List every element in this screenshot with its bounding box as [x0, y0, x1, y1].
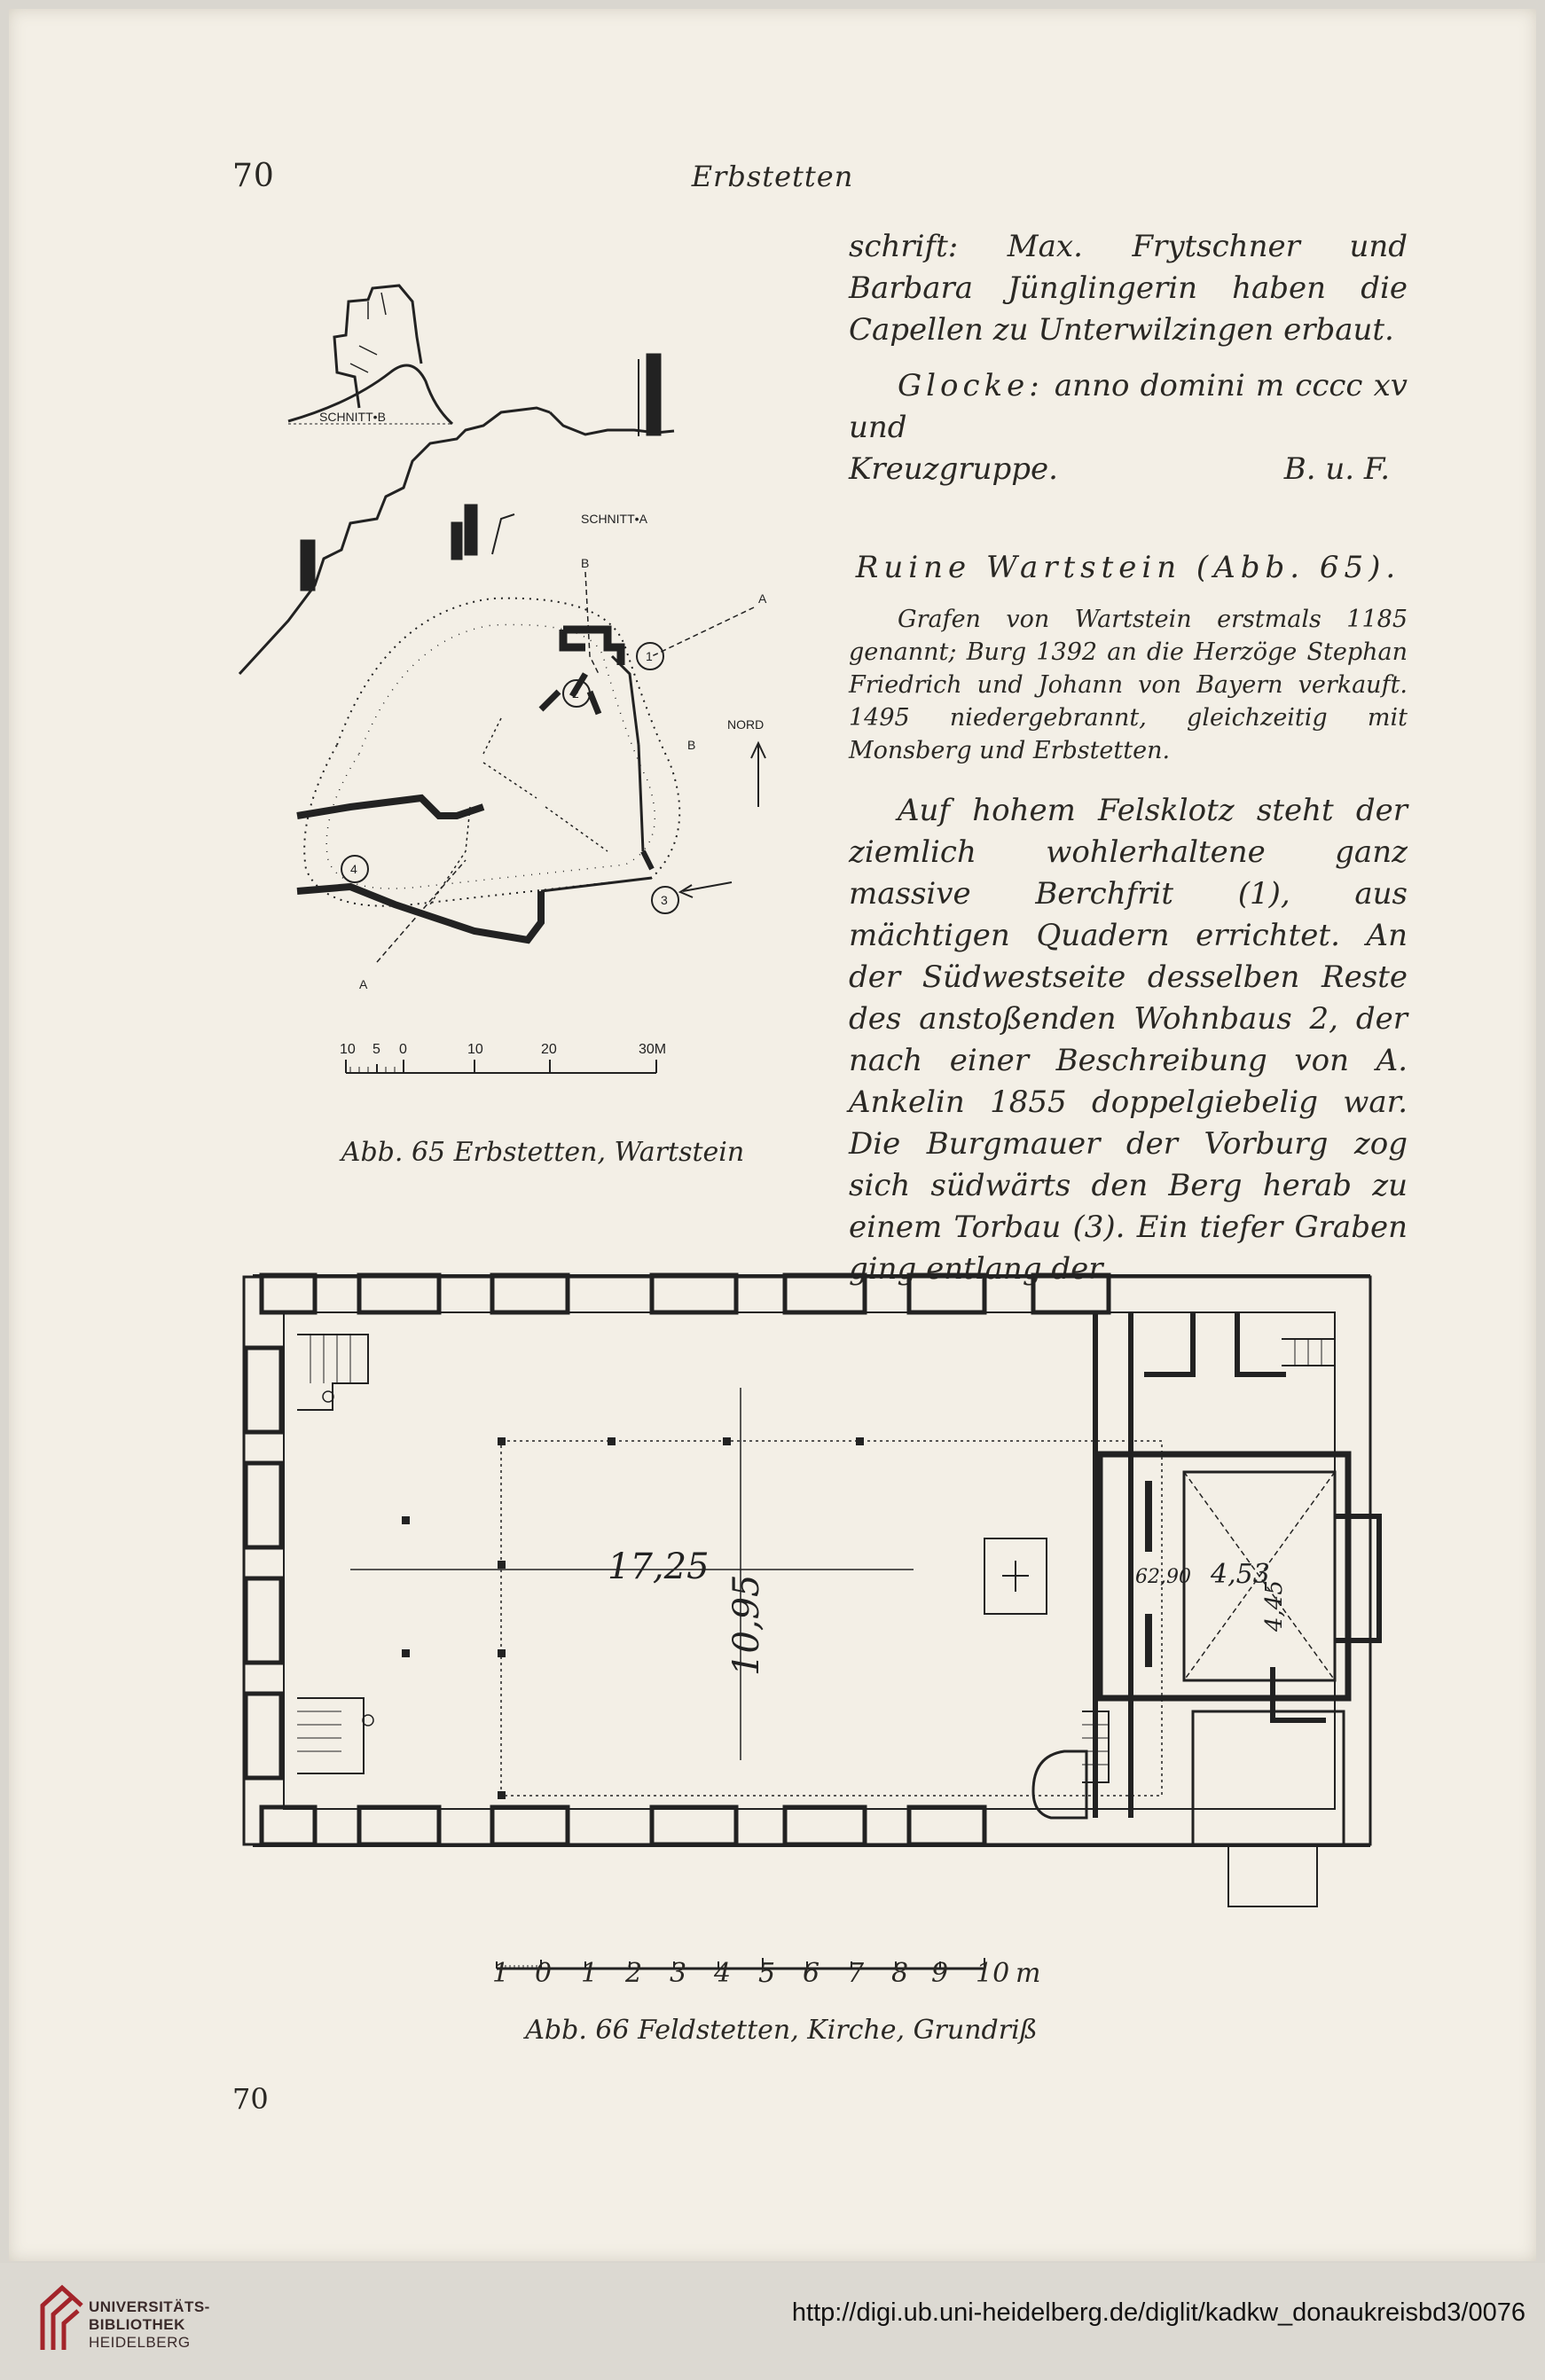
scale66-label-11: 10 — [976, 1958, 1010, 1989]
page-number-top: 70 — [232, 158, 275, 194]
dim-tower-a: 62,90 — [1135, 1566, 1191, 1588]
bell-intro: Glocke: — [898, 368, 1044, 403]
dim-tower-b: 4,53 — [1210, 1559, 1270, 1590]
figure-66-church-plan: 17,25 10,95 62,90 4,53 4,45 — [235, 1250, 1410, 1977]
bell-text: anno domini m cccc xv und — [849, 368, 1408, 445]
scale65-label-0: 10 — [340, 1042, 356, 1057]
label-bailey-4: 4 — [350, 862, 357, 876]
church-plan-drawing: 17,25 10,95 62,90 4,53 4,45 — [242, 1272, 1382, 1907]
scale66-label-2: 1 — [581, 1958, 599, 1989]
bell-line-2: Kreuzgruppe. B. u. F. — [849, 449, 1408, 490]
library-name-line-2: BIBLIOTHEK — [89, 2316, 185, 2333]
scale66-label-unit: m — [1016, 1958, 1041, 1989]
label-keep-1: 1 — [646, 649, 653, 663]
library-name-line-3: HEIDELBERG — [89, 2334, 191, 2351]
scale65-label-2: 0 — [399, 1042, 407, 1057]
label-section-a-bottom: A — [359, 977, 368, 991]
figure-65-castle-plan: SCHNITT•B SCHNITT•A B A B A NORD 1 2 3 4… — [235, 231, 767, 1100]
figure-66-caption: Abb. 66 Feldstetten, Kirche, Grundriß — [525, 2015, 1038, 2046]
source-url-link[interactable]: http://digi.ub.uni-heidelberg.de/diglit/… — [791, 2298, 1525, 2327]
label-gate-3: 3 — [661, 893, 668, 907]
library-footer: UNIVERSITÄTS- BIBLIOTHEK HEIDELBERG http… — [0, 2263, 1545, 2380]
scale66-label-5: 4 — [714, 1958, 732, 1989]
scale65-label-5: 30M — [639, 1042, 666, 1057]
scale66-label-10: 9 — [931, 1958, 949, 1989]
bell-paragraph: Glocke: anno domini m cccc xv und — [849, 365, 1408, 449]
ruin-heading: Ruine Wartstein (Abb. 65). — [855, 550, 1401, 585]
label-section-a-top: A — [758, 591, 767, 606]
history-paragraph: Grafen von Wartstein erstmals 1185 genan… — [849, 606, 1408, 764]
library-name-line-1: UNIVERSITÄTS- — [89, 2298, 210, 2315]
scale66-label-9: 8 — [891, 1958, 909, 1989]
running-title: Erbstetten — [691, 160, 854, 193]
scale66-label-0: 1 — [492, 1958, 510, 1989]
scale66-label-8: 7 — [847, 1958, 865, 1989]
scale65-label-3: 10 — [467, 1042, 483, 1057]
bell-line2-right: B. u. F. — [1283, 451, 1390, 487]
scale66-label-1: 0 — [535, 1958, 553, 1989]
text-column: schrift: Max. Frytschner und Barbara Jün… — [849, 226, 1408, 1290]
castle-plan-drawing: SCHNITT•B SCHNITT•A B A B A NORD 1 2 3 4… — [238, 284, 767, 1074]
scale65-label-1: 5 — [373, 1042, 380, 1057]
body-paragraph: Auf hohem Felsklotz steht der ziemlich w… — [849, 793, 1408, 1287]
scale65-label-4: 20 — [541, 1042, 557, 1057]
inscription-paragraph: schrift: Max. Frytschner und Barbara Jün… — [849, 229, 1408, 348]
dim-length: 17,25 — [608, 1546, 710, 1587]
library-name: UNIVERSITÄTS- BIBLIOTHEK HEIDELBERG — [89, 2298, 210, 2352]
scanned-page: 70 Erbstetten — [9, 9, 1536, 2261]
label-schnitt-a: SCHNITT•A — [581, 512, 648, 526]
label-schnitt-b: SCHNITT•B — [319, 410, 386, 424]
bell-line2-left: Kreuzgruppe. — [849, 451, 1058, 487]
page-number-bottom: 70 — [232, 2082, 269, 2116]
figure-65-caption: Abb. 65 Erbstetten, Wartstein — [341, 1137, 745, 1168]
scale66-label-4: 3 — [670, 1958, 687, 1989]
scale66-label-3: 2 — [625, 1958, 643, 1989]
scale66-label-6: 5 — [758, 1958, 776, 1989]
dim-tower-c: 4,45 — [1261, 1580, 1288, 1632]
scale-bar-drawing — [496, 1958, 985, 1970]
university-library-logo-icon — [40, 2284, 83, 2350]
label-section-b-top: B — [581, 556, 589, 570]
dim-width: 10,95 — [726, 1574, 767, 1676]
figure-66-scale-bar — [488, 1942, 1055, 2031]
label-nord: NORD — [727, 717, 764, 732]
label-section-b-bottom: B — [687, 738, 695, 752]
scale66-label-7: 6 — [803, 1958, 820, 1989]
label-residence-2: 2 — [572, 686, 579, 701]
